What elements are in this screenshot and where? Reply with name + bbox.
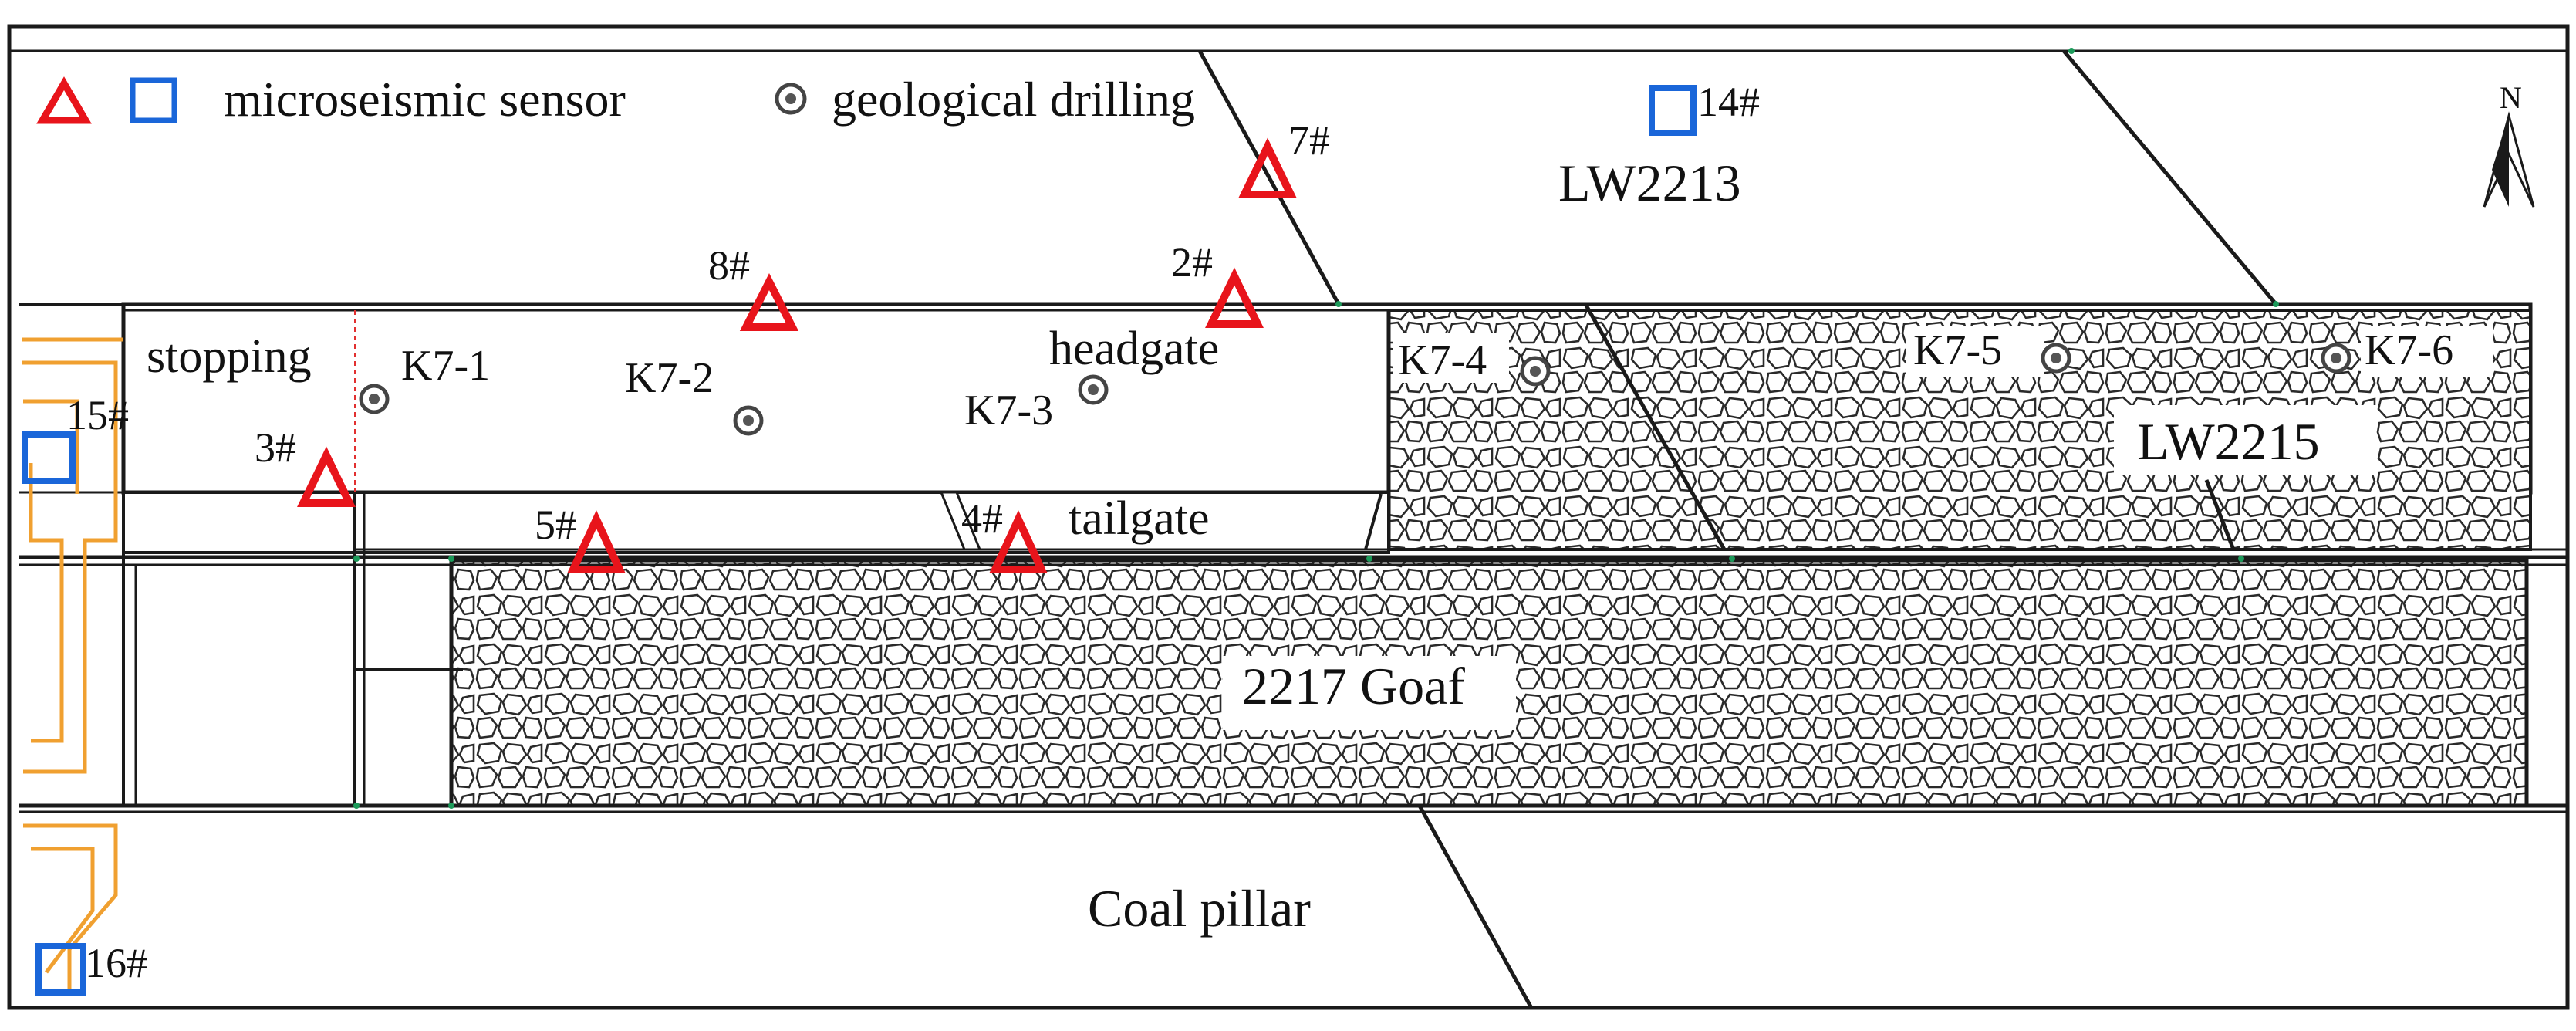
goaf-label: 2217 Goaf [1242,657,1465,715]
stopping-label: stopping [147,330,312,383]
drilling-label: K7-6 [2365,326,2453,374]
square-sensor-icon [22,431,76,484]
sensor-8: 8# [708,242,799,331]
sensor-4: 4# [961,495,1048,573]
coal-pillar-label: Coal pillar [1088,879,1311,938]
drilling-label: K7-5 [1913,326,2002,374]
sensor-label: 8# [708,242,750,289]
legend-drilling-icon-center [785,93,796,104]
sensor-label: 14# [1697,79,1760,125]
drilling-k7-2: K7-2 [625,354,764,436]
drilling-k7-4: K7-4 [1393,333,1551,387]
sensor-14: 14# [1649,79,1760,136]
sensor-15: 15# [22,392,129,484]
tailgate-cut-wedge [939,491,982,551]
drilling-icon-center [369,394,380,404]
lw2213-label-bg [1535,154,1782,216]
sensor-label: 4# [961,495,1003,542]
lw2215-label: LW2215 [2137,412,2320,471]
square-sensor-icon [35,943,86,996]
drilling-icon-center [2331,353,2341,363]
triangle-sensor-icon [297,446,356,507]
orange-roadways [22,337,123,996]
sensor-2: 2# [1171,239,1264,328]
legend-drilling-label: geological drilling [832,72,1195,127]
north-arrow-icon: N [2483,80,2535,208]
tailgate-label: tailgate [1069,492,1209,545]
triangle-sensor-icon [739,272,799,331]
drilling-label: K7-1 [401,342,490,390]
drilling-label: K7-2 [625,354,714,402]
drilling-k7-6: K7-6 [2321,326,2493,377]
sensor-5: 5# [535,502,626,573]
triangle-sensor-icon [1238,137,1297,198]
tailgate-end-slant [1364,493,1383,550]
drilling-k7-5: K7-5 [1906,326,2071,377]
drilling-label: K7-3 [964,387,1053,434]
sensor-label: 7# [1288,117,1330,164]
sensor-3: 3# [255,424,356,507]
drilling-icon-center [1088,384,1099,395]
sensor-7: 7# [1238,117,1330,198]
triangle-sensor-icon [567,510,626,573]
legend-triangle-icon [36,76,92,124]
triangle-sensor-icon [989,510,1048,573]
lw2213-label: LW2213 [1558,154,1741,212]
headgate-label: headgate [1049,323,1219,375]
sensor-16: 16# [35,940,147,996]
legend-square-icon [130,77,177,123]
square-sensor-icon [1649,85,1697,136]
triangle-sensor-icon [1205,267,1264,328]
fault-lines [1197,49,2277,1009]
legend-sensor-label: microseismic sensor [224,72,626,127]
drilling-icon-center [743,415,754,426]
lw2215-label-bg [2114,405,2376,475]
sensor-label: 3# [255,424,296,471]
drilling-icon-center [1530,366,1541,377]
sensor-label: 16# [85,940,147,986]
drilling-label-bg [2361,326,2493,377]
drilling-label-bg [1393,333,1509,383]
goaf-label-bg [1223,656,1516,730]
sensor-label: 2# [1171,239,1213,286]
drilling-k7-3: K7-3 [964,374,1109,434]
north-label: N [2500,80,2522,115]
drilling-icon-center [2051,353,2061,363]
green-markers [353,48,2279,809]
drilling-label: K7-4 [1398,336,1487,384]
sensor-label: 5# [535,502,576,548]
legend: microseismic sensor geological drilling [36,72,1195,127]
drilling-label-bg [1906,326,2044,377]
drilling-k7-1: K7-1 [359,342,490,414]
sensor-label: 15# [66,392,129,438]
